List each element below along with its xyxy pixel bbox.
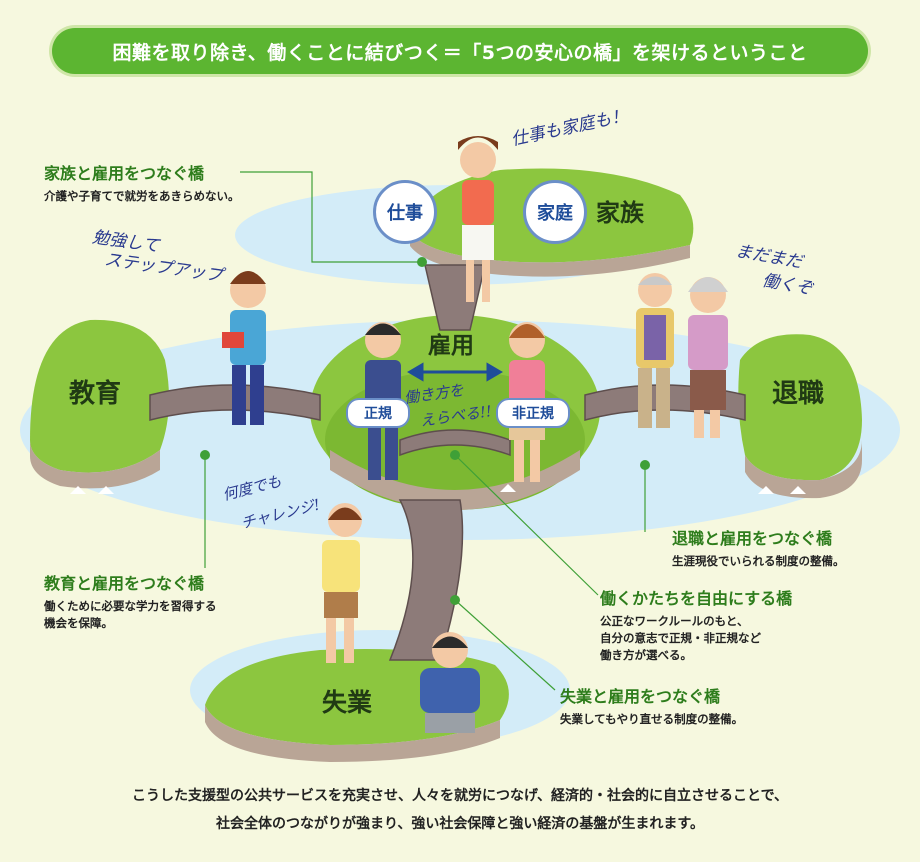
caption-freedom: 働くかたちを自由にする橋 公正なワークルールのもと、 自分の意志で正規・非正規な… [600, 585, 792, 664]
island-label-employment: 雇用 [428, 326, 474, 360]
caption-education-desc-1: 働くために必要な学力を習得する [44, 598, 217, 615]
pill-regular: 正規 [346, 398, 410, 428]
caption-education: 教育と雇用をつなぐ橋 働くために必要な学力を習得する 機会を保障。 [44, 570, 217, 632]
caption-family-desc: 介護や子育てで就労をあきらめない。 [44, 188, 240, 205]
caption-retirement-desc: 生涯現役でいられる制度の整備。 [672, 553, 845, 570]
island-label-education: 教育 [69, 373, 121, 410]
caption-education-title: 教育と雇用をつなぐ橋 [44, 570, 217, 594]
caption-family-title: 家族と雇用をつなぐ橋 [44, 160, 240, 184]
caption-freedom-desc-2: 自分の意志で正規・非正規など [600, 630, 792, 647]
bubble-work: 仕事 [373, 180, 437, 244]
retirement-island [738, 334, 862, 498]
caption-freedom-title: 働くかたちを自由にする橋 [600, 585, 792, 609]
caption-family: 家族と雇用をつなぐ橋 介護や子育てで就労をあきらめない。 [44, 160, 240, 205]
caption-unemployment-desc: 失業してもやり直せる制度の整備。 [560, 711, 743, 728]
caption-freedom-desc-3: 働き方が選べる。 [600, 647, 792, 664]
caption-freedom-desc-1: 公正なワークルールのもと、 [600, 613, 792, 630]
caption-unemployment: 失業と雇用をつなぐ橋 失業してもやり直せる制度の整備。 [560, 683, 743, 728]
caption-retirement: 退職と雇用をつなぐ橋 生涯現役でいられる制度の整備。 [672, 525, 845, 570]
caption-unemployment-title: 失業と雇用をつなぐ橋 [560, 683, 743, 707]
footer-line-1: こうした支援型の公共サービスを充実させ、人々を就労につなげ、経済的・社会的に自立… [0, 784, 920, 808]
bubble-home: 家庭 [523, 180, 587, 244]
pill-nonregular: 非正規 [496, 398, 570, 428]
footer-line-2: 社会全体のつながりが強まり、強い社会保障と強い経済の基盤が生まれます。 [0, 812, 920, 836]
island-label-retirement: 退職 [772, 373, 824, 410]
island-label-unemployment: 失業 [322, 683, 372, 719]
caption-retirement-title: 退職と雇用をつなぐ橋 [672, 525, 845, 549]
island-label-family: 家族 [596, 193, 644, 228]
caption-education-desc-2: 機会を保障。 [44, 615, 217, 632]
